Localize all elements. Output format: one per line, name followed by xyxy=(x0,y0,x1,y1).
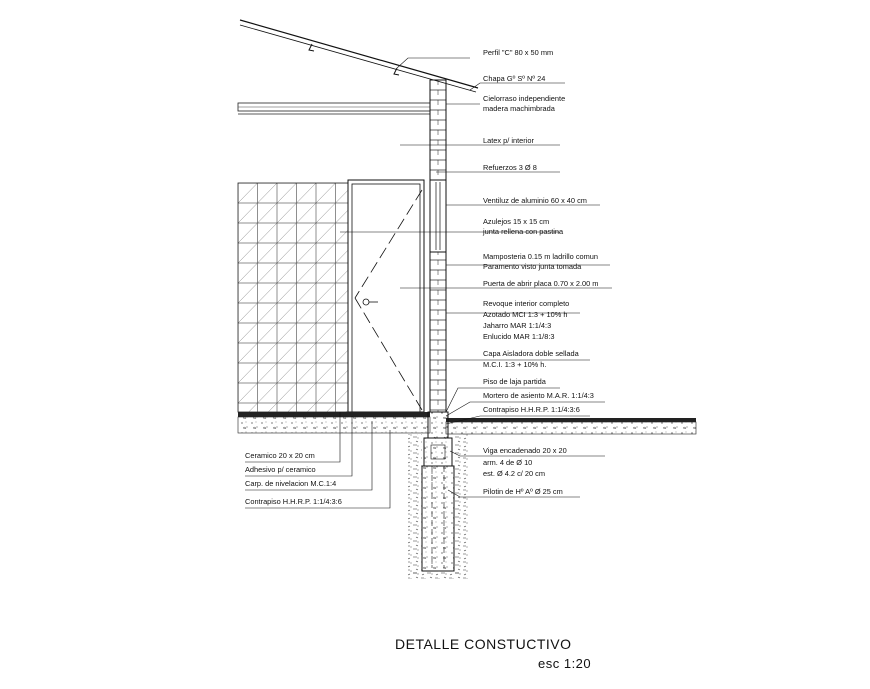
label-revoque-2: Azotado MCI 1:3 + 10% h xyxy=(483,310,568,319)
label-mamposteria-1: Mamposteria 0.15 m ladrillo comun xyxy=(483,252,599,261)
brick-wall-lower xyxy=(429,251,447,413)
label-capa-2: M.C.I. 1:3 + 10% h. xyxy=(483,360,547,369)
label-revoque-4: Enlucido MAR 1:1/8:3 xyxy=(483,332,555,341)
label-revoque-3: Jaharro MAR 1:1/4:3 xyxy=(483,321,552,330)
label-ventiluz: Ventiluz de aluminio 60 x 40 cm xyxy=(483,196,587,205)
drawing-scale: esc 1:20 xyxy=(538,656,592,671)
label-adhesivo: Adhesivo p/ ceramico xyxy=(245,465,316,474)
drawing-title: DETALLE CONSTUCTIVO xyxy=(395,636,572,652)
label-azulejos-1: Azulejos 15 x 15 cm xyxy=(483,217,550,226)
label-viga-1: Viga encadenado 20 x 20 xyxy=(483,446,567,455)
label-contrapiso-right: Contrapiso H.H.R.P. 1:1/4:3:6 xyxy=(483,405,580,414)
window-ventiluz xyxy=(429,179,447,253)
door xyxy=(347,179,425,413)
label-puerta: Puerta de abrir placa 0.70 x 2.00 m xyxy=(483,279,599,288)
label-piso: Piso de laja partida xyxy=(483,377,546,386)
label-pilotin: Pilotin de Hº Aº Ø 25 cm xyxy=(483,487,563,496)
label-perfil: Perfil "C" 80 x 50 mm xyxy=(483,48,554,57)
label-chapa: Chapa Gº Sº Nº 24 xyxy=(483,74,546,83)
label-viga-3: est. Ø 4.2 c/ 20 cm xyxy=(483,469,546,478)
label-cielorraso-2: madera machimbrada xyxy=(483,104,555,113)
brick-wall-upper xyxy=(429,79,447,181)
label-ceramico: Ceramico 20 x 20 cm xyxy=(245,451,315,460)
leader-lines-left xyxy=(245,412,391,509)
label-cielorraso-1: Cielorraso independiente xyxy=(483,94,566,103)
label-viga-2: arm. 4 de Ø 10 xyxy=(483,458,533,467)
tile-wall xyxy=(237,182,349,413)
label-contrapiso-left: Contrapiso H.H.R.P. 1:1/4:3:6 xyxy=(245,497,342,506)
label-carpeta: Carp. de nivelacion M.C.1:4 xyxy=(245,479,337,488)
label-refuerzos: Refuerzos 3 Ø 8 xyxy=(483,163,537,172)
label-revoque-1: Revoque interior completo xyxy=(483,299,570,308)
leader-lines-right xyxy=(340,57,612,498)
label-mamposteria-2: Paramento visto junta tomada xyxy=(483,262,582,271)
label-mortero: Mortero de asiento M.A.R. 1:1/4:3 xyxy=(483,391,594,400)
floor-exterior xyxy=(445,418,697,435)
label-capa-1: Capa Aisladora doble sellada xyxy=(483,349,579,358)
label-latex: Latex p/ interior xyxy=(483,136,534,145)
floor-interior xyxy=(237,412,431,434)
ceiling xyxy=(237,102,431,115)
door-knob-icon xyxy=(362,298,370,306)
foundation xyxy=(408,411,468,579)
label-azulejos-2: junta rellena con pastina xyxy=(483,227,564,236)
